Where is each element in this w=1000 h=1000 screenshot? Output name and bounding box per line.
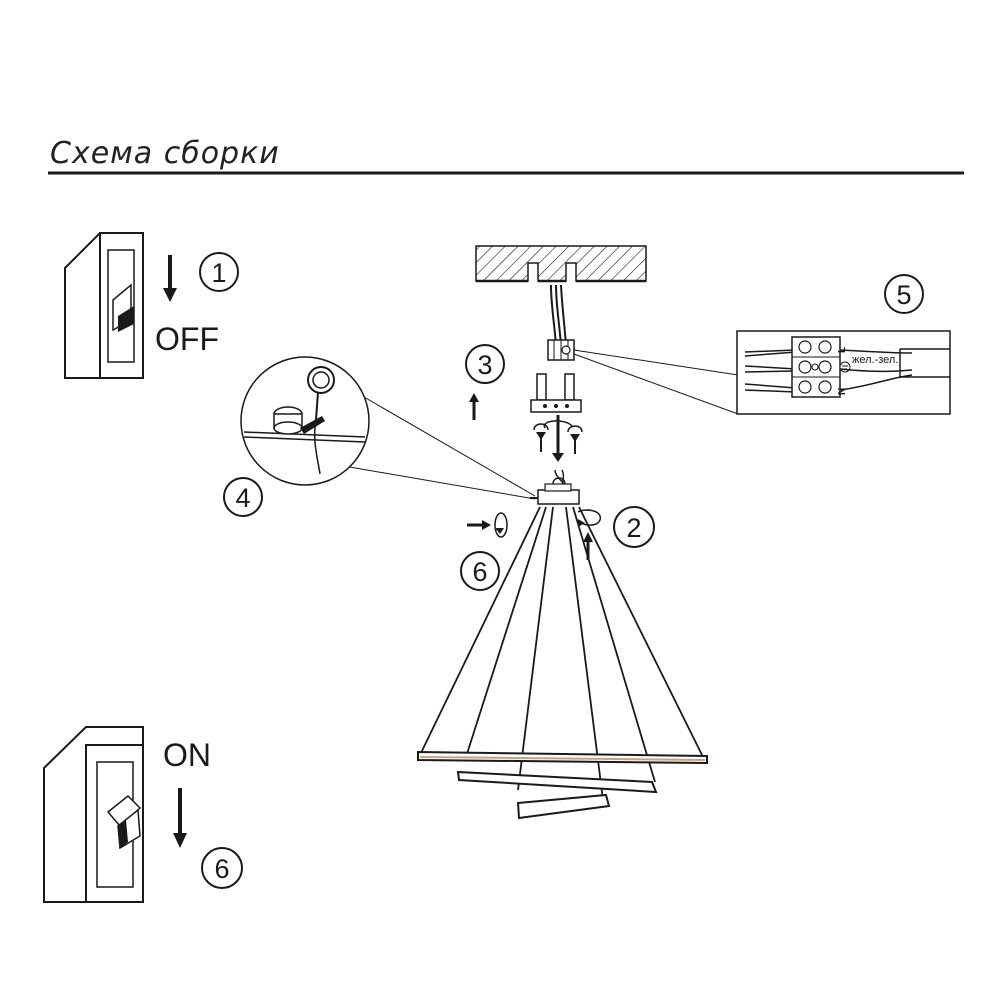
ground-wire-label: жел.-зел. xyxy=(852,354,898,366)
step-2-marker: 2 xyxy=(613,506,655,548)
mounting-bar xyxy=(530,373,582,413)
detail-4-leader-top xyxy=(337,381,536,497)
wall-switch-on xyxy=(43,726,144,903)
step-5-marker: 5 xyxy=(884,274,924,314)
step-6-marker-bottom: 6 xyxy=(201,847,243,889)
detail-4-leader-bottom xyxy=(337,464,536,500)
step-2-up-arrow-icon xyxy=(583,532,593,560)
step-6-marker-top: 6 xyxy=(460,551,500,591)
diagram-title: Схема сборки xyxy=(50,136,280,171)
step-6-number-bottom: 6 xyxy=(214,854,229,884)
step-3-marker: 3 xyxy=(465,344,505,384)
step-1-marker: 1 xyxy=(199,252,239,292)
step-4-number: 4 xyxy=(235,483,250,513)
rotate-arrow-icon xyxy=(543,420,573,429)
ring-small xyxy=(516,793,611,820)
terminal-letter-l: L xyxy=(837,347,848,353)
step-6-rotate-icon xyxy=(494,512,508,538)
screw-right-icon xyxy=(567,425,583,454)
step-1-number: 1 xyxy=(211,258,226,288)
step-2-number: 2 xyxy=(626,513,641,543)
on-label: ON xyxy=(163,737,211,773)
ring-medium xyxy=(456,770,658,794)
on-arrow-icon xyxy=(173,788,187,848)
off-label: OFF xyxy=(155,321,219,357)
ring-large xyxy=(417,750,708,765)
step-5-number: 5 xyxy=(896,280,911,310)
hook-down-arrow-icon xyxy=(552,415,564,462)
step-6-push-arrow-icon xyxy=(467,520,491,530)
step-2-rotate-icon xyxy=(577,509,601,527)
terminal-letter-n: N xyxy=(837,388,848,395)
off-arrow-icon xyxy=(163,255,177,302)
screw-left-icon xyxy=(533,423,549,452)
step-3-up-arrow-icon xyxy=(469,393,479,420)
terminal-block-detail xyxy=(736,330,951,415)
mains-wires xyxy=(550,284,567,346)
canopy-hub xyxy=(530,469,580,505)
cable-clamp-detail xyxy=(240,356,370,486)
ceiling xyxy=(475,245,647,283)
ceiling-connector xyxy=(547,339,575,361)
step-3-number: 3 xyxy=(477,350,492,380)
detail-5-leader-bottom xyxy=(573,353,739,415)
detail-5-leader-top xyxy=(573,349,739,376)
wall-switch-off xyxy=(64,232,144,379)
step-6-number-top: 6 xyxy=(472,557,487,587)
step-4-marker: 4 xyxy=(223,477,263,517)
